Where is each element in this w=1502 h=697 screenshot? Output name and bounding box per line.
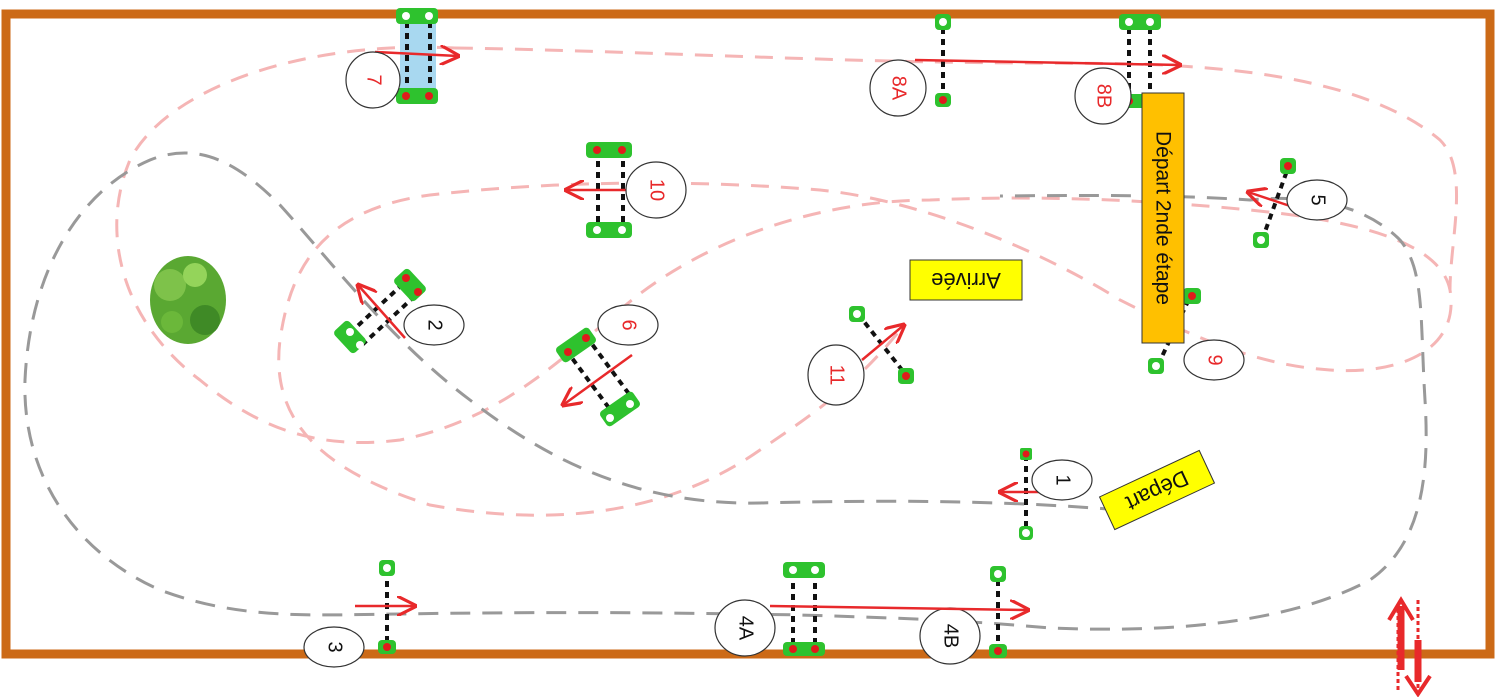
jump-11: 11: [807, 306, 914, 406]
jump-5-number: 5: [1307, 194, 1329, 205]
jump-6: 6: [556, 304, 659, 427]
finish-sign-label: Arrivée: [931, 268, 1001, 293]
combination-4-arrow: [769, 606, 1028, 610]
jump-4b: 4B: [919, 566, 1007, 665]
jump-3-number: 3: [324, 641, 346, 652]
second-stage-start-label: Départ 2nde étape: [1151, 131, 1174, 305]
second-stage-start-sign: Départ 2nde étape: [1141, 92, 1185, 344]
jump-6-number: 6: [618, 319, 640, 330]
jump-4a-number: 4A: [735, 616, 757, 641]
jump-8a-number: 8A: [888, 76, 910, 101]
start-sign: Départ: [1098, 449, 1216, 531]
jump-11-number: 11: [826, 365, 848, 386]
jump-2: 2: [334, 268, 465, 354]
tree-icon: [150, 256, 226, 344]
jump-10-number: 10: [646, 179, 668, 201]
finish-sign: Arrivée: [909, 259, 1023, 301]
jump-9-number: 9: [1204, 354, 1226, 365]
jump-4b-number: 4B: [940, 624, 962, 648]
jump-4a: 4A: [714, 562, 825, 657]
jump-5: 5: [1248, 158, 1348, 248]
jump-3: 3: [303, 560, 415, 668]
jump-8b-number: 8B: [1093, 84, 1115, 108]
jump-7-number: 7: [363, 74, 385, 85]
jump-9: 9: [1148, 288, 1245, 381]
route-stage2-outer: [115, 45, 1453, 517]
route-stage2-top: [454, 46, 1458, 291]
route-stage1: [23, 151, 1428, 631]
combination-8-arrow: [914, 60, 1180, 65]
jump-1: 1: [1000, 448, 1093, 540]
jump-2-number: 2: [424, 319, 446, 330]
entrance-arrows-icon: [1387, 596, 1432, 697]
jump-7: 7: [345, 8, 458, 109]
jump-1-number: 1: [1052, 474, 1074, 485]
jump-8a: 8A: [869, 14, 951, 117]
jump-10: 10: [566, 142, 687, 238]
arena-border: [1, 9, 1495, 659]
